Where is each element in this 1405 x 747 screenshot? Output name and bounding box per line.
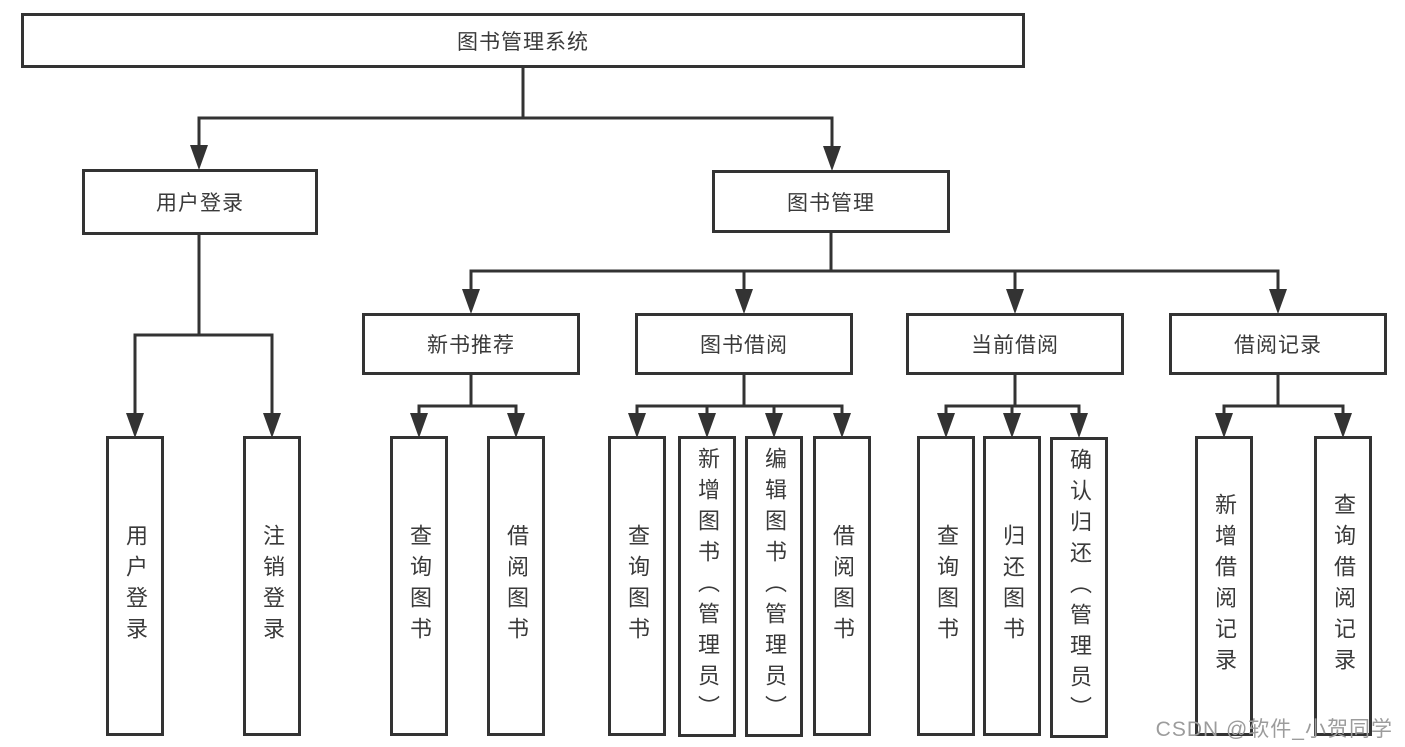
arrow-down-icon xyxy=(765,413,783,438)
leaf-edit-book-admin: 编辑图书（管理员） xyxy=(745,436,803,737)
leaf-logout: 注销登录 xyxy=(243,436,301,736)
leaf-query-books-current: 查询图书 xyxy=(917,436,975,736)
node-book-borrow: 图书借阅 xyxy=(635,313,853,375)
arrow-down-icon xyxy=(126,413,144,438)
arrow-down-icon xyxy=(1334,413,1352,438)
arrow-down-icon xyxy=(1215,413,1233,438)
leaf-query-borrow-record: 查询借阅记录 xyxy=(1314,436,1372,736)
arrow-down-icon xyxy=(937,413,955,438)
connector-user-login xyxy=(133,235,274,413)
arrow-down-icon xyxy=(833,413,851,438)
leaf-user-login: 用户登录 xyxy=(106,436,164,736)
connector-root-to-level2 xyxy=(197,68,834,146)
arrow-down-icon xyxy=(190,145,208,170)
arrow-down-icon xyxy=(1269,289,1287,314)
arrow-down-icon xyxy=(507,413,525,438)
connector-borrow-records xyxy=(1222,375,1345,413)
arrow-down-icon xyxy=(1070,413,1088,438)
arrow-down-icon xyxy=(410,413,428,438)
arrow-down-icon xyxy=(462,289,480,314)
leaf-add-book-admin: 新增图书（管理员） xyxy=(678,436,736,737)
arrow-down-icon xyxy=(263,413,281,438)
leaf-borrow-books-borrow: 借阅图书 xyxy=(813,436,871,736)
leaf-return-book: 归还图书 xyxy=(983,436,1041,736)
arrow-down-icon xyxy=(823,146,841,171)
node-borrow-records: 借阅记录 xyxy=(1169,313,1387,375)
watermark: CSDN @软件_小贺同学 xyxy=(1155,718,1393,741)
arrow-down-icon xyxy=(1006,289,1024,314)
node-user-login: 用户登录 xyxy=(82,169,318,235)
arrow-down-icon xyxy=(735,289,753,314)
leaf-confirm-return-admin: 确认归还（管理员） xyxy=(1050,437,1108,738)
leaf-query-books-recommend: 查询图书 xyxy=(390,436,448,736)
connector-current-borrow xyxy=(944,375,1081,413)
node-new-book-recommend: 新书推荐 xyxy=(362,313,580,375)
connector-new-book-recommend xyxy=(417,375,518,413)
leaf-borrow-books-recommend: 借阅图书 xyxy=(487,436,545,736)
connector-book-management xyxy=(469,233,1280,291)
node-root: 图书管理系统 xyxy=(21,13,1025,68)
arrow-down-icon xyxy=(628,413,646,438)
arrow-down-icon xyxy=(1003,413,1021,438)
leaf-query-books-borrow: 查询图书 xyxy=(608,436,666,736)
arrow-down-icon xyxy=(698,413,716,438)
node-current-borrow: 当前借阅 xyxy=(906,313,1124,375)
node-book-management: 图书管理 xyxy=(712,170,950,233)
connector-book-borrow xyxy=(635,375,844,413)
leaf-add-borrow-record: 新增借阅记录 xyxy=(1195,436,1253,736)
